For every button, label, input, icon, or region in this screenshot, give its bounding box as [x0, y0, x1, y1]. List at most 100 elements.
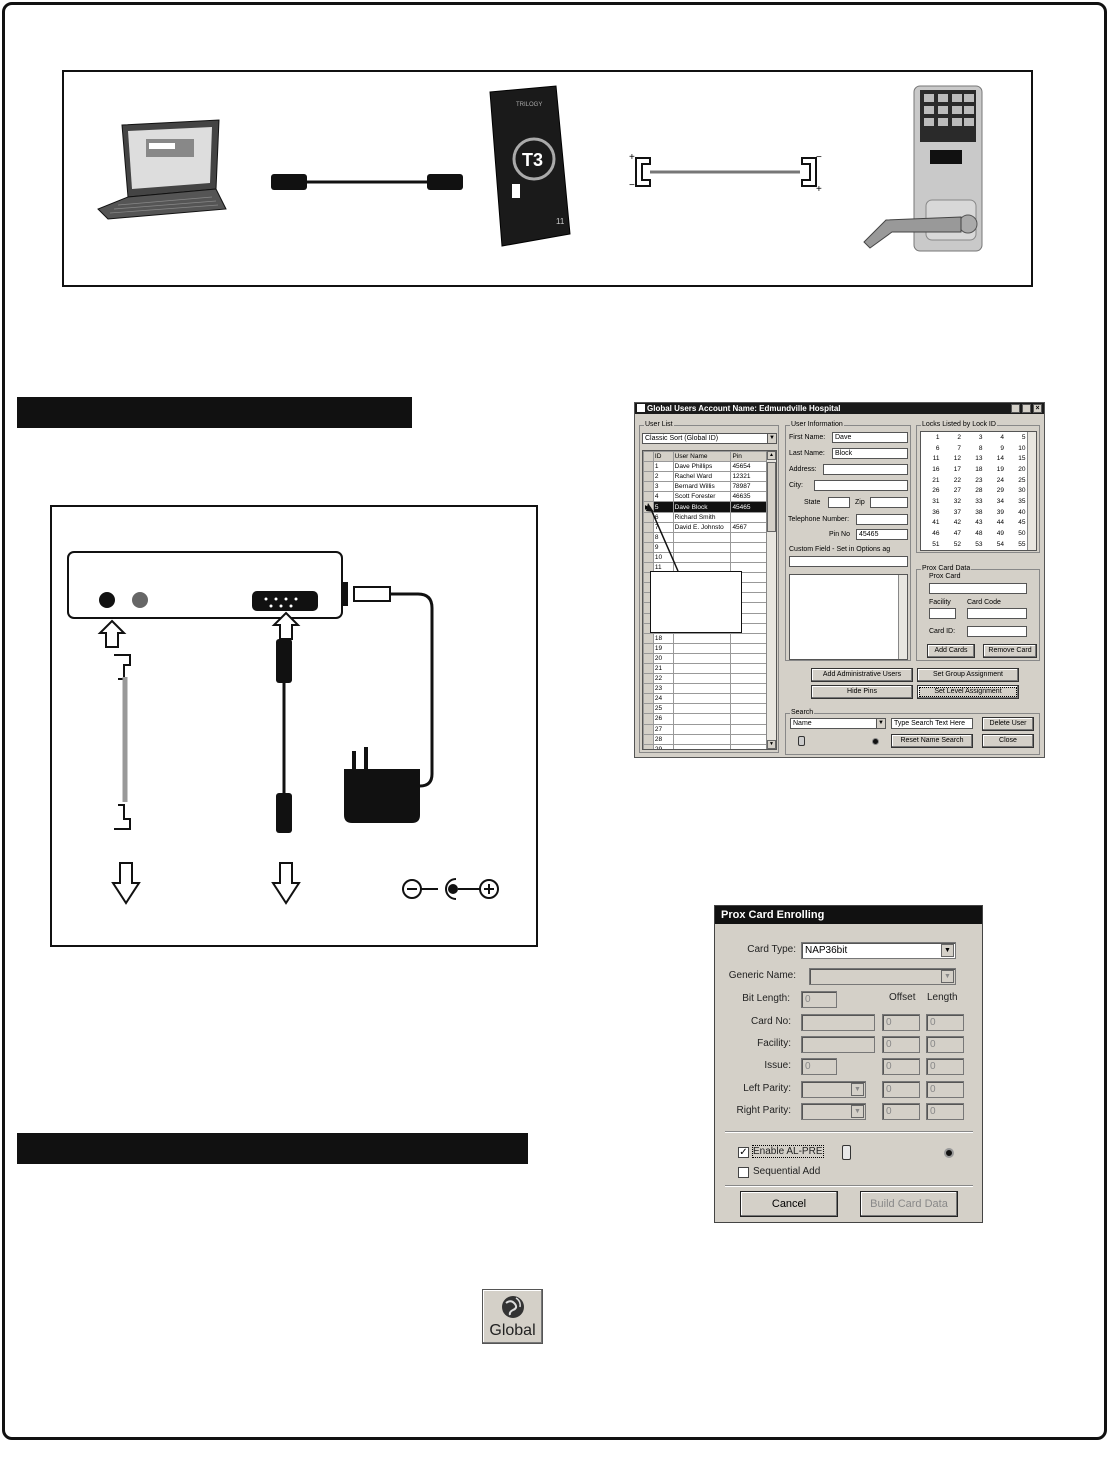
lock-id-cell[interactable]: 31 — [932, 497, 940, 505]
add-admin-users-button[interactable]: Add Administrative Users — [811, 668, 913, 682]
table-row[interactable]: 27 — [643, 723, 767, 735]
notes-scrollbar[interactable] — [898, 575, 907, 659]
scroll-down-icon[interactable]: ▼ — [767, 740, 776, 749]
lock-id-cell[interactable]: 30 — [1018, 487, 1026, 495]
lock-id-cell[interactable]: 35 — [1018, 497, 1026, 505]
facility-length-field[interactable]: 0 — [926, 1036, 964, 1053]
chevron-down-icon[interactable]: ▼ — [851, 1105, 864, 1118]
left-parity-offset-field[interactable]: 0 — [882, 1081, 920, 1098]
chevron-down-icon[interactable]: ▼ — [767, 434, 776, 443]
issue-length-field[interactable]: 0 — [926, 1058, 964, 1075]
close-button[interactable]: Close — [982, 734, 1034, 748]
lock-id-cell[interactable]: 14 — [996, 455, 1004, 463]
issue-offset-field[interactable]: 0 — [882, 1058, 920, 1075]
custom-field[interactable] — [789, 556, 908, 567]
lock-id-cell[interactable]: 25 — [1018, 476, 1026, 484]
lock-id-cell[interactable]: 3 — [978, 433, 983, 441]
lock-id-cell[interactable]: 48 — [975, 530, 983, 538]
table-row[interactable]: 23 — [643, 683, 767, 695]
lock-id-cell[interactable]: 4 — [1000, 433, 1004, 441]
prox-card-field[interactable] — [929, 583, 1027, 594]
facility-offset-field[interactable]: 0 — [882, 1036, 920, 1053]
scroll-up-icon[interactable]: ▲ — [767, 451, 776, 460]
lock-id-cell[interactable]: 36 — [932, 508, 940, 516]
user-list-scrollbar[interactable]: ▲ ▼ — [766, 451, 776, 749]
right-parity-length-field[interactable]: 0 — [926, 1103, 964, 1120]
issue-field[interactable]: 0 — [801, 1058, 837, 1075]
lock-id-cell[interactable]: 37 — [953, 508, 961, 516]
lock-id-cell[interactable]: 5 — [1021, 433, 1026, 441]
card-id-field[interactable] — [967, 626, 1027, 637]
lock-id-cell[interactable]: 40 — [1018, 508, 1026, 516]
address-field[interactable] — [823, 464, 908, 475]
generic-name-select[interactable]: ▼ — [809, 968, 956, 985]
lock-id-cell[interactable]: 18 — [975, 465, 983, 473]
lock-id-cell[interactable]: 41 — [932, 519, 940, 527]
lock-id-cell[interactable]: 15 — [1018, 455, 1026, 463]
table-row[interactable]: 19 — [643, 642, 767, 654]
lock-id-cell[interactable]: 7 — [957, 444, 961, 452]
table-row[interactable]: 24 — [643, 693, 767, 705]
lock-id-cell[interactable]: 20 — [1018, 465, 1026, 473]
lock-id-cell[interactable]: 9 — [1000, 444, 1004, 452]
lock-id-cell[interactable]: 32 — [953, 497, 961, 505]
maximize-button[interactable] — [1022, 404, 1031, 413]
lock-id-cell[interactable]: 2 — [957, 433, 961, 441]
lock-id-cell[interactable]: 21 — [932, 476, 940, 484]
pin-no-field[interactable]: 45465 — [856, 529, 908, 540]
add-cards-button[interactable]: Add Cards — [927, 644, 975, 658]
table-row[interactable]: 22 — [643, 673, 767, 685]
table-row[interactable]: 18 — [643, 632, 767, 644]
last-name-field[interactable]: Block — [832, 448, 908, 459]
lock-id-cell[interactable]: 44 — [996, 519, 1004, 527]
chevron-down-icon[interactable]: ▼ — [851, 1083, 864, 1096]
lock-id-cell[interactable]: 46 — [932, 530, 940, 538]
right-parity-select[interactable]: ▼ — [801, 1103, 866, 1120]
lock-id-cell[interactable]: 45 — [1018, 519, 1026, 527]
first-name-field[interactable]: Dave — [832, 432, 908, 443]
global-toolbar-button[interactable]: Global — [482, 1289, 543, 1344]
telephone-field[interactable] — [856, 514, 908, 525]
locks-scrollbar[interactable] — [1027, 432, 1036, 550]
card-code-field[interactable] — [967, 608, 1027, 619]
minimize-button[interactable] — [1011, 404, 1020, 413]
search-field-select[interactable]: Name ▼ — [790, 718, 886, 729]
lock-id-cell[interactable]: 50 — [1018, 530, 1026, 538]
lock-id-cell[interactable]: 47 — [953, 530, 961, 538]
search-text-input[interactable]: Type Search Text Here — [891, 718, 973, 729]
right-parity-offset-field[interactable]: 0 — [882, 1103, 920, 1120]
lock-id-cell[interactable]: 52 — [953, 540, 961, 548]
remove-card-button[interactable]: Remove Card — [983, 644, 1037, 658]
city-field[interactable] — [814, 480, 908, 491]
col-header-id[interactable]: ID — [652, 451, 674, 463]
lock-id-cell[interactable]: 11 — [932, 455, 940, 463]
table-row[interactable]: 28 — [643, 733, 767, 745]
col-header-pin[interactable]: Pin — [730, 451, 767, 463]
col-header-name[interactable]: User Name — [672, 451, 732, 463]
reset-name-search-button[interactable]: Reset Name Search — [891, 734, 973, 748]
sort-select[interactable]: Classic Sort (Global ID) ▼ — [642, 433, 777, 444]
lock-id-cell[interactable]: 34 — [996, 497, 1004, 505]
card-no-offset-field[interactable]: 0 — [882, 1014, 920, 1031]
lock-id-cell[interactable]: 29 — [996, 487, 1004, 495]
lock-id-cell[interactable]: 23 — [975, 476, 983, 484]
lock-id-cell[interactable]: 26 — [932, 487, 940, 495]
delete-user-button[interactable]: Delete User — [982, 717, 1034, 731]
lock-id-cell[interactable]: 42 — [953, 519, 961, 527]
lock-id-cell[interactable]: 54 — [996, 540, 1004, 548]
lock-id-cell[interactable]: 24 — [996, 476, 1004, 484]
zip-field[interactable] — [870, 497, 908, 508]
table-row[interactable]: 20 — [643, 652, 767, 664]
lock-id-cell[interactable]: 8 — [978, 444, 983, 452]
lock-id-cell[interactable]: 38 — [975, 508, 983, 516]
lock-id-cell[interactable]: 6 — [935, 444, 940, 452]
chevron-down-icon[interactable]: ▼ — [876, 719, 885, 728]
hide-pins-button[interactable]: Hide Pins — [811, 685, 913, 699]
table-row[interactable]: 26 — [643, 713, 767, 725]
build-card-data-button[interactable]: Build Card Data — [860, 1191, 958, 1217]
left-parity-select[interactable]: ▼ — [801, 1081, 866, 1098]
card-no-length-field[interactable]: 0 — [926, 1014, 964, 1031]
